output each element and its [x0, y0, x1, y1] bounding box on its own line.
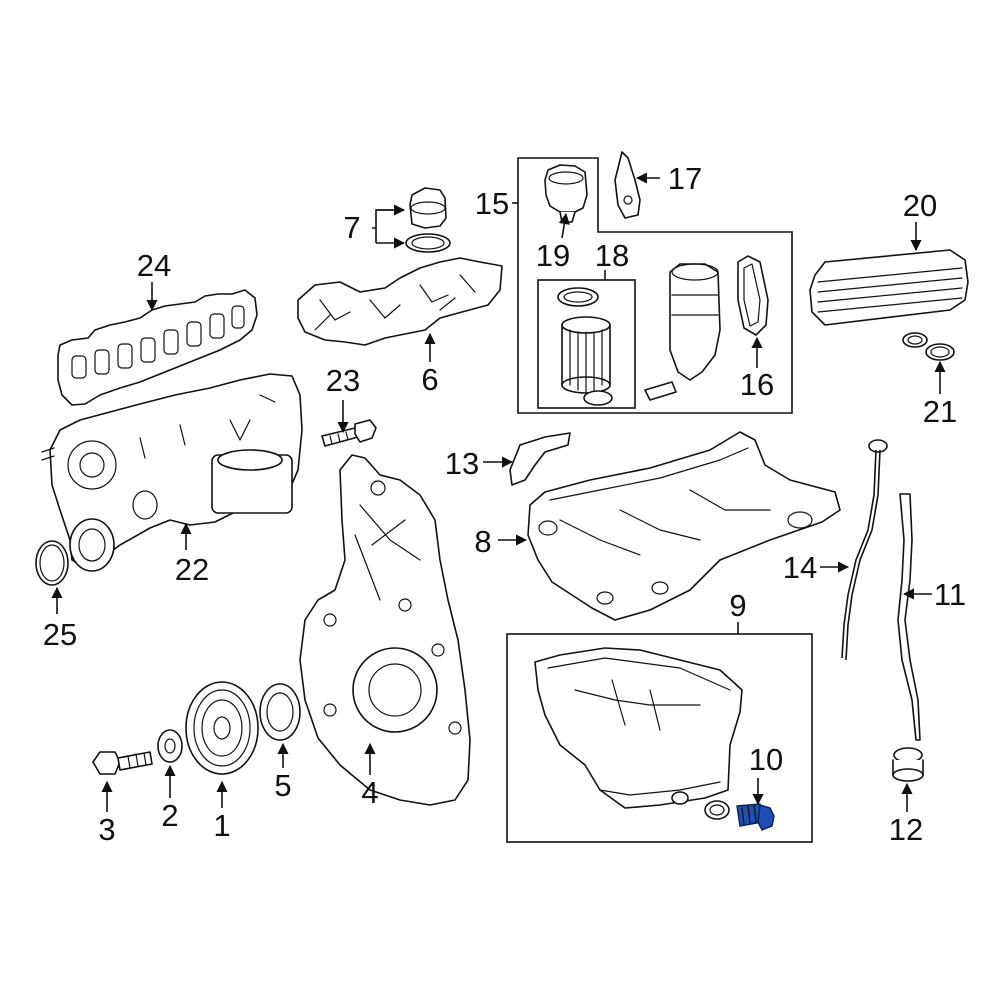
part-16-gasket[interactable]	[737, 255, 769, 336]
callout-25: 25	[43, 617, 77, 652]
part-13-bracket[interactable]	[509, 432, 571, 486]
part-14-dipstick[interactable]	[841, 439, 888, 661]
part-22-intake-manifold[interactable]	[41, 373, 303, 572]
callout-4: 4	[361, 775, 378, 810]
part-2-washer[interactable]	[157, 729, 183, 763]
group-18-frame	[537, 279, 636, 409]
callout-10: 10	[749, 742, 783, 777]
part-25-o-ring[interactable]	[35, 540, 69, 586]
part-1-pulley[interactable]	[185, 681, 259, 775]
part-6-cover[interactable]	[297, 257, 503, 346]
callout-20: 20	[903, 188, 937, 223]
callout-15: 15	[475, 186, 509, 221]
callout-14: 14	[783, 550, 817, 585]
callout-8: 8	[474, 524, 491, 559]
part-20-oil-cooler[interactable]	[809, 249, 969, 326]
part-3-bolt[interactable]	[92, 751, 153, 775]
part-17-bracket[interactable]	[614, 151, 641, 219]
part-21-gasket[interactable]	[902, 332, 955, 361]
part-8-upper-oil-pan[interactable]	[527, 431, 841, 621]
group-9-frame	[506, 633, 813, 843]
callout-17: 17	[668, 161, 702, 196]
callout-1: 1	[213, 808, 230, 843]
callout-6: 6	[421, 362, 438, 397]
callout-23: 23	[326, 363, 360, 398]
part-12-seal[interactable]	[892, 747, 924, 782]
callout-3: 3	[98, 812, 115, 847]
callout-24: 24	[137, 248, 171, 283]
callout-7: 7	[343, 210, 360, 245]
callout-18: 18	[595, 238, 629, 273]
callout-2: 2	[161, 798, 178, 833]
part-18-filter-element[interactable]	[557, 287, 613, 406]
part-10-washer[interactable]	[704, 800, 730, 820]
callout-5: 5	[274, 768, 291, 803]
callout-labels: 1 2 3 4 5 6 7 8 9 10 11 12 13 14 15 16 1…	[43, 161, 966, 847]
part-9-lower-oil-pan[interactable]	[534, 647, 743, 809]
part-7-cap-and-seal[interactable]	[405, 187, 451, 253]
callout-16: 16	[740, 367, 774, 402]
callout-11: 11	[934, 577, 966, 612]
part-11-dipstick-tube[interactable]	[897, 493, 921, 741]
callout-13: 13	[445, 446, 479, 481]
leader-lines	[51, 172, 946, 812]
callout-9: 9	[729, 588, 746, 623]
group-15-frame	[517, 157, 793, 414]
part-5-seal[interactable]	[259, 683, 301, 741]
part-24-manifold-gasket[interactable]	[57, 289, 258, 406]
callout-19: 19	[536, 238, 570, 273]
callout-12: 12	[889, 812, 923, 847]
callout-21: 21	[923, 394, 957, 429]
part-10-drain-plug[interactable]	[736, 803, 775, 831]
part-4-timing-cover[interactable]	[299, 454, 471, 806]
part-oil-filter-housing[interactable]	[644, 263, 721, 401]
part-19-cap[interactable]	[544, 164, 588, 223]
callout-22: 22	[175, 552, 209, 587]
part-23-bolt[interactable]	[321, 419, 377, 447]
